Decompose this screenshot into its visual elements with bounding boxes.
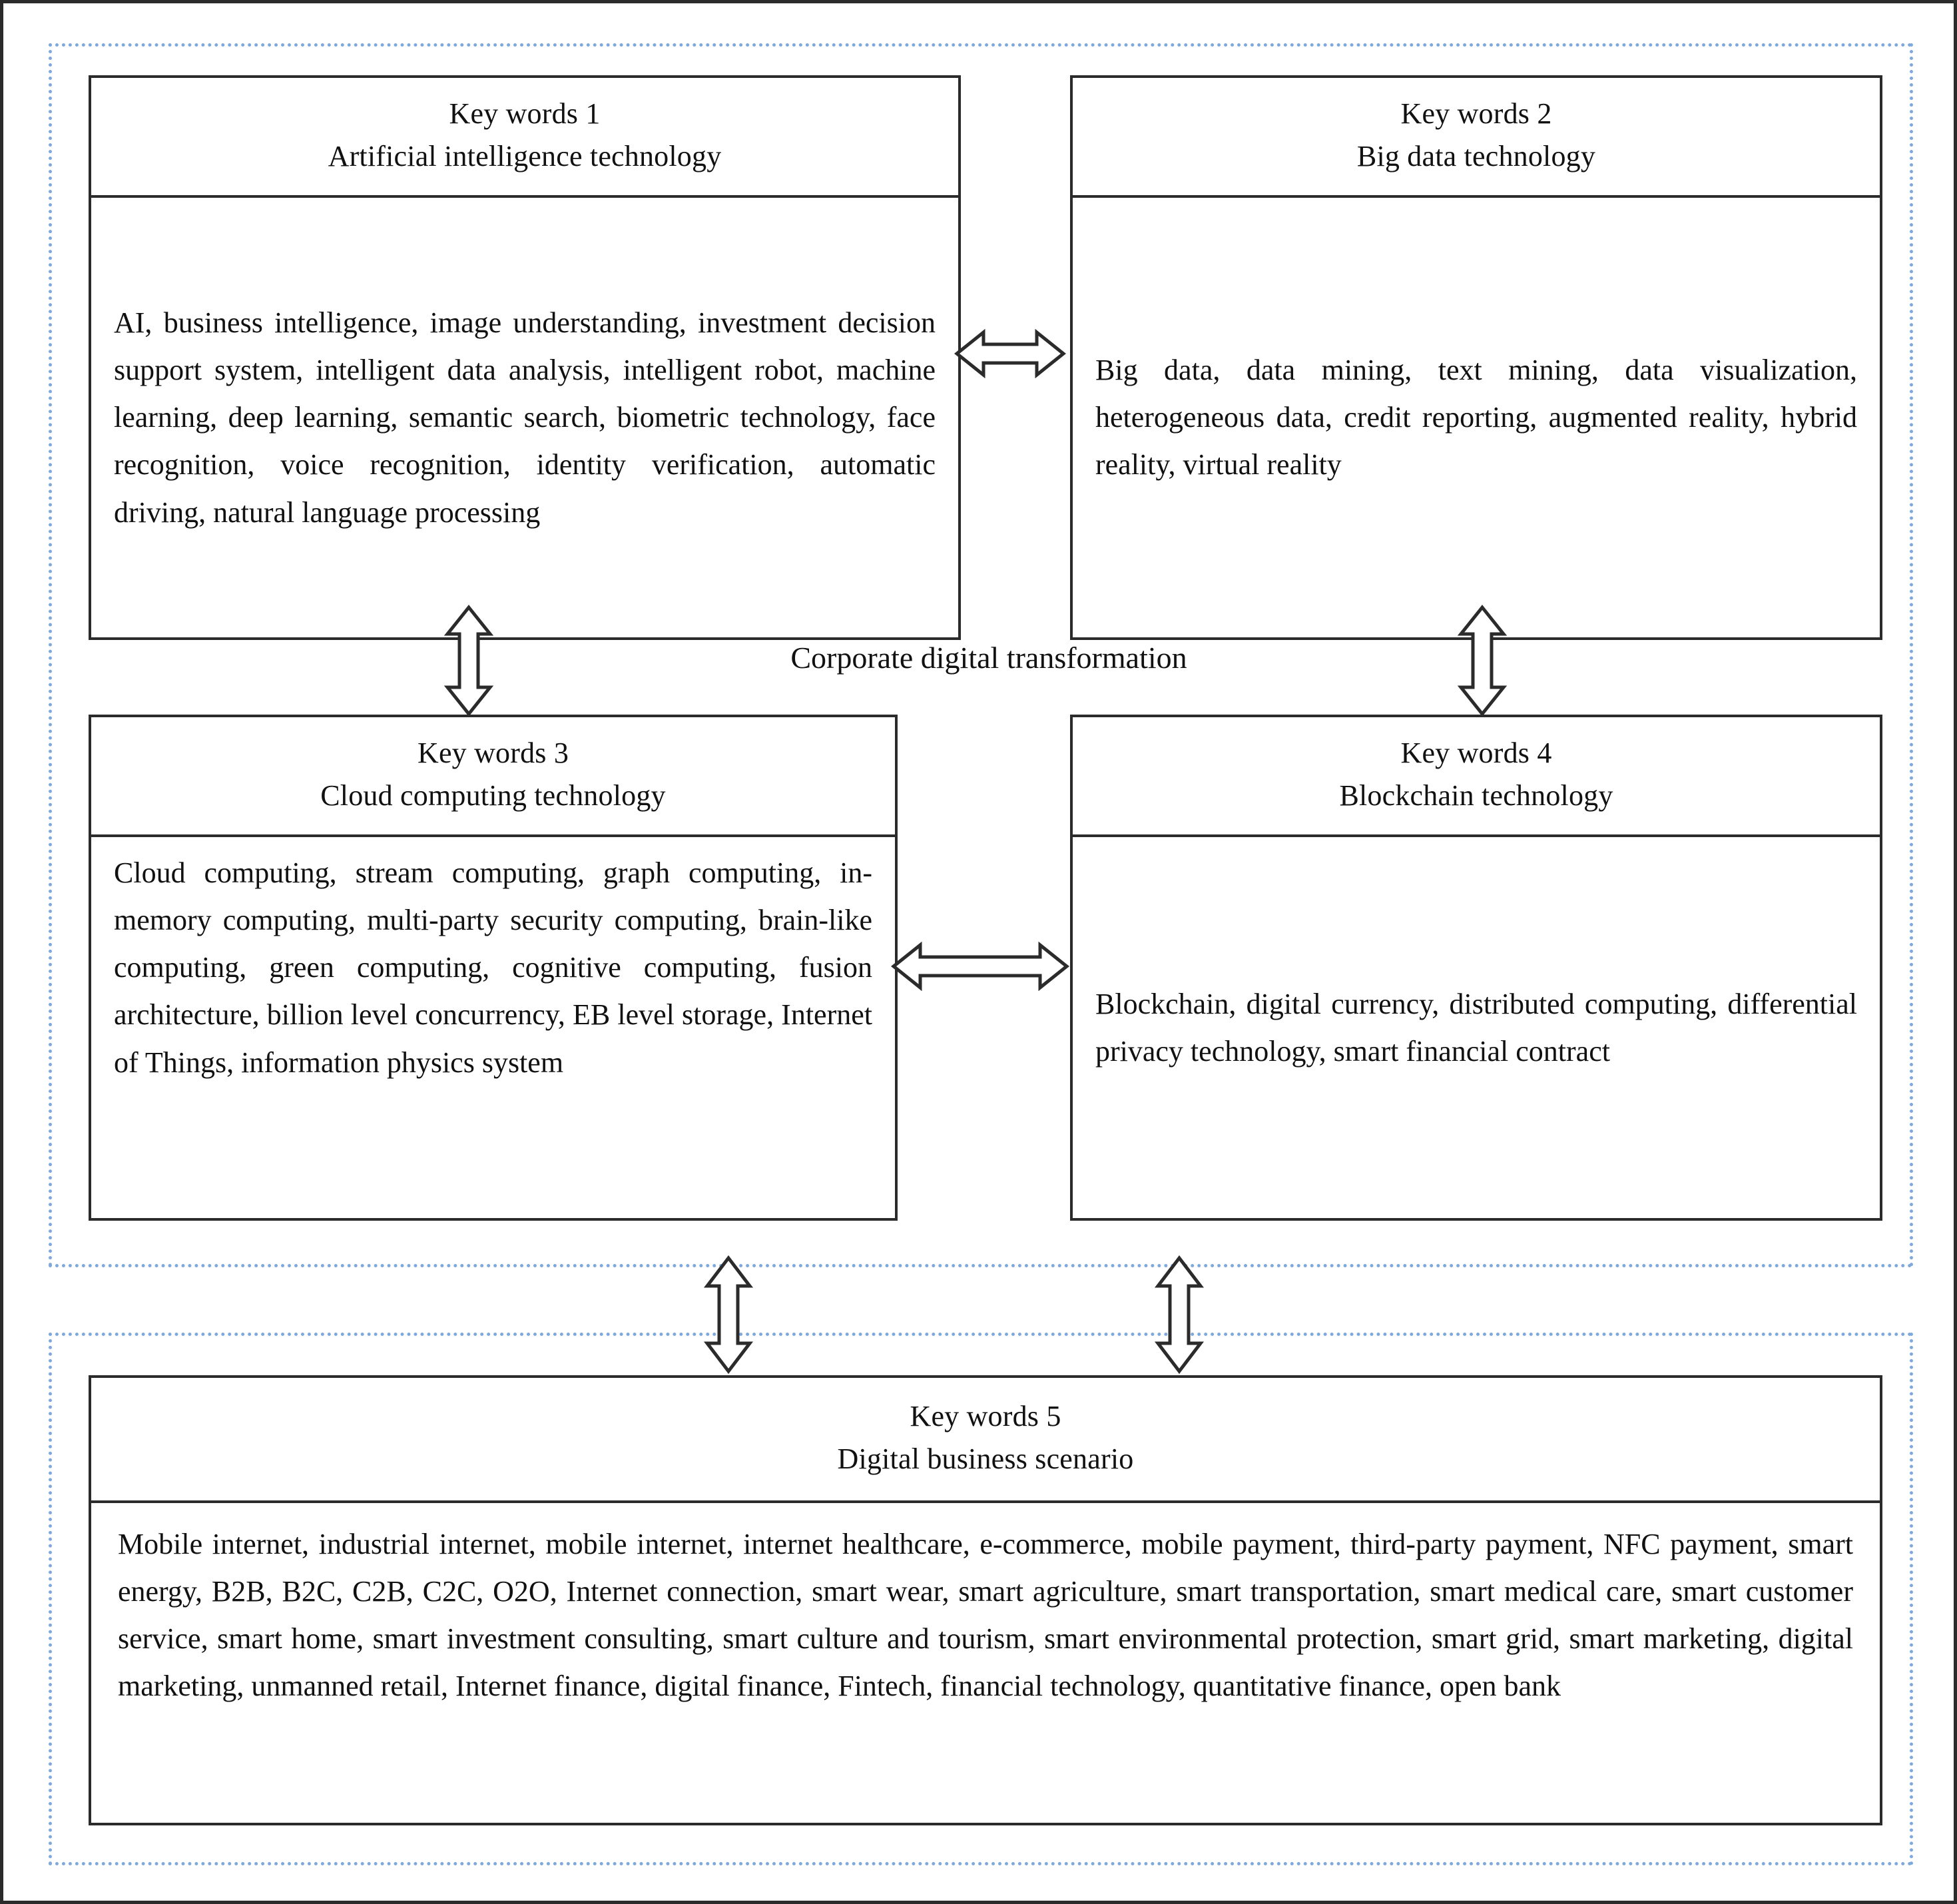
double-headed-arrow-vertical-icon <box>1149 1255 1210 1374</box>
double-headed-arrow-vertical-icon <box>438 605 499 717</box>
center-label: Corporate digital transformation <box>790 641 1187 675</box>
keyword-box-3-text: Cloud computing, stream computing, graph… <box>114 856 872 1079</box>
double-headed-arrow-horizontal-icon <box>891 936 1069 997</box>
digital-business-scenario-group <box>49 1333 1913 1865</box>
keyword-box-3: Key words 3 Cloud computing technology C… <box>89 715 898 1221</box>
keyword-box-2-text: Big data, data mining, text mining, data… <box>1095 353 1857 481</box>
keyword-box-5-subtitle: Digital business scenario <box>837 1442 1134 1475</box>
keyword-box-2-title: Key words 2 <box>1400 97 1552 130</box>
keyword-box-1-body: AI, business intelligence, image underst… <box>91 198 958 637</box>
keyword-box-1-header: Key words 1 Artificial intelligence tech… <box>91 78 958 198</box>
double-headed-arrow-vertical-icon <box>1452 605 1513 717</box>
keyword-box-5-title: Key words 5 <box>910 1400 1061 1432</box>
keyword-box-5-header: Key words 5 Digital business scenario <box>91 1378 1880 1503</box>
keyword-box-2-body: Big data, data mining, text mining, data… <box>1073 198 1880 637</box>
keyword-box-5-text: Mobile internet, industrial internet, mo… <box>118 1527 1853 1703</box>
technology-keywords-group <box>49 43 1913 1267</box>
keyword-box-4-body: Blockchain, digital currency, distribute… <box>1073 837 1880 1218</box>
keyword-box-4-title: Key words 4 <box>1400 737 1552 769</box>
keyword-box-2-subtitle: Big data technology <box>1356 139 1596 172</box>
keyword-box-2-header: Key words 2 Big data technology <box>1073 78 1880 198</box>
keyword-box-1-text: AI, business intelligence, image underst… <box>114 306 936 529</box>
keyword-box-2: Key words 2 Big data technology Big data… <box>1070 75 1882 640</box>
keyword-box-4-text: Blockchain, digital currency, distribute… <box>1095 987 1857 1068</box>
keyword-box-4: Key words 4 Blockchain technology Blockc… <box>1070 715 1882 1221</box>
keyword-box-1: Key words 1 Artificial intelligence tech… <box>89 75 961 640</box>
keyword-box-4-header: Key words 4 Blockchain technology <box>1073 717 1880 837</box>
keyword-box-3-header: Key words 3 Cloud computing technology <box>91 717 895 837</box>
keyword-box-1-title: Key words 1 <box>449 97 601 130</box>
keyword-box-1-subtitle: Artificial intelligence technology <box>328 139 722 172</box>
keyword-box-4-subtitle: Blockchain technology <box>1339 779 1613 812</box>
keyword-box-3-body: Cloud computing, stream computing, graph… <box>91 837 895 1218</box>
keyword-box-3-title: Key words 3 <box>417 737 569 769</box>
keyword-box-5: Key words 5 Digital business scenario Mo… <box>89 1375 1882 1825</box>
double-headed-arrow-horizontal-icon <box>954 323 1066 384</box>
keyword-box-5-body: Mobile internet, industrial internet, mo… <box>91 1503 1880 1823</box>
keyword-box-3-subtitle: Cloud computing technology <box>320 779 666 812</box>
double-headed-arrow-vertical-icon <box>698 1255 759 1374</box>
